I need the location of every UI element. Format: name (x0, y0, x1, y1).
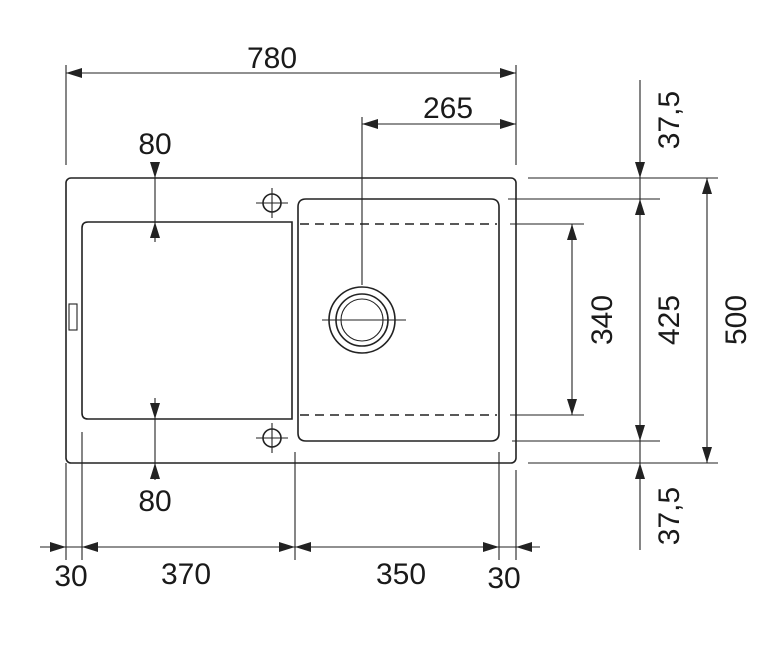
label-bottom-margin: 37,5 (653, 487, 686, 545)
dim-bowl-depth (567, 224, 577, 415)
dim-bowl-center-offset (362, 119, 516, 129)
tap-hole-bottom-icon (256, 423, 288, 453)
label-drainer-margin-bottom: 80 (138, 485, 171, 518)
dim-drainer-margin-top (150, 162, 160, 242)
label-bowl-width: 350 (376, 558, 426, 591)
label-overall-width: 780 (247, 42, 297, 75)
label-right-edge: 30 (487, 562, 520, 595)
dim-drainer-margin-bottom (150, 398, 160, 480)
sink-outline (65, 177, 517, 464)
label-bowl-center-offset: 265 (423, 92, 473, 125)
bowl-outline (297, 198, 500, 442)
label-left-edge: 30 (54, 560, 87, 593)
label-drainer-width: 370 (161, 558, 211, 591)
label-bowl-frame-depth: 425 (653, 295, 686, 345)
label-drainer-margin-top: 80 (138, 128, 171, 161)
dim-overall-depth (702, 178, 712, 463)
dim-overall-width (66, 68, 516, 78)
extension-lines (65, 65, 718, 560)
tap-hole-top-icon (256, 188, 288, 218)
label-bowl-depth: 340 (586, 295, 619, 345)
dim-bowl-frame-depth (635, 80, 645, 550)
drain-icon (322, 286, 406, 354)
label-top-margin: 37,5 (653, 91, 686, 149)
label-overall-depth: 500 (720, 295, 753, 345)
dim-bottom-chain (40, 542, 540, 552)
